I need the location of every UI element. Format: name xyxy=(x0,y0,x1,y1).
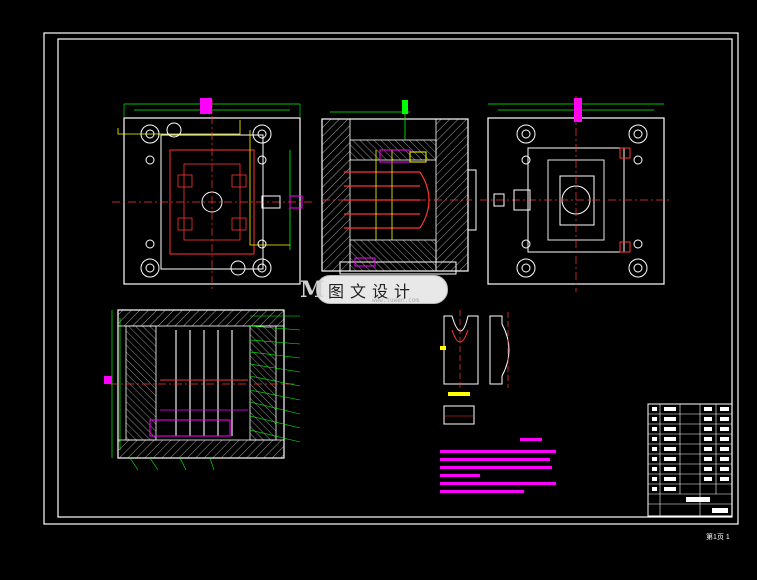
watermark: M 图文设计 www.tuwen.com xyxy=(300,273,458,305)
sheet-note: 第1页 1 xyxy=(706,534,730,541)
part-detail-view xyxy=(440,310,510,425)
watermark-url: www.tuwen.com xyxy=(372,297,419,304)
technical-notes xyxy=(440,438,556,493)
watermark-logo-icon: M xyxy=(300,277,325,303)
title-block xyxy=(647,403,733,517)
watermark-badge xyxy=(316,275,448,304)
front-section-view xyxy=(104,309,301,471)
bottom-view xyxy=(480,96,672,292)
inner-frame xyxy=(57,38,733,518)
watermark-text: 图文设计 xyxy=(328,282,417,301)
outer-frame xyxy=(43,32,739,525)
side-section-view xyxy=(321,100,477,275)
top-view xyxy=(112,98,312,292)
